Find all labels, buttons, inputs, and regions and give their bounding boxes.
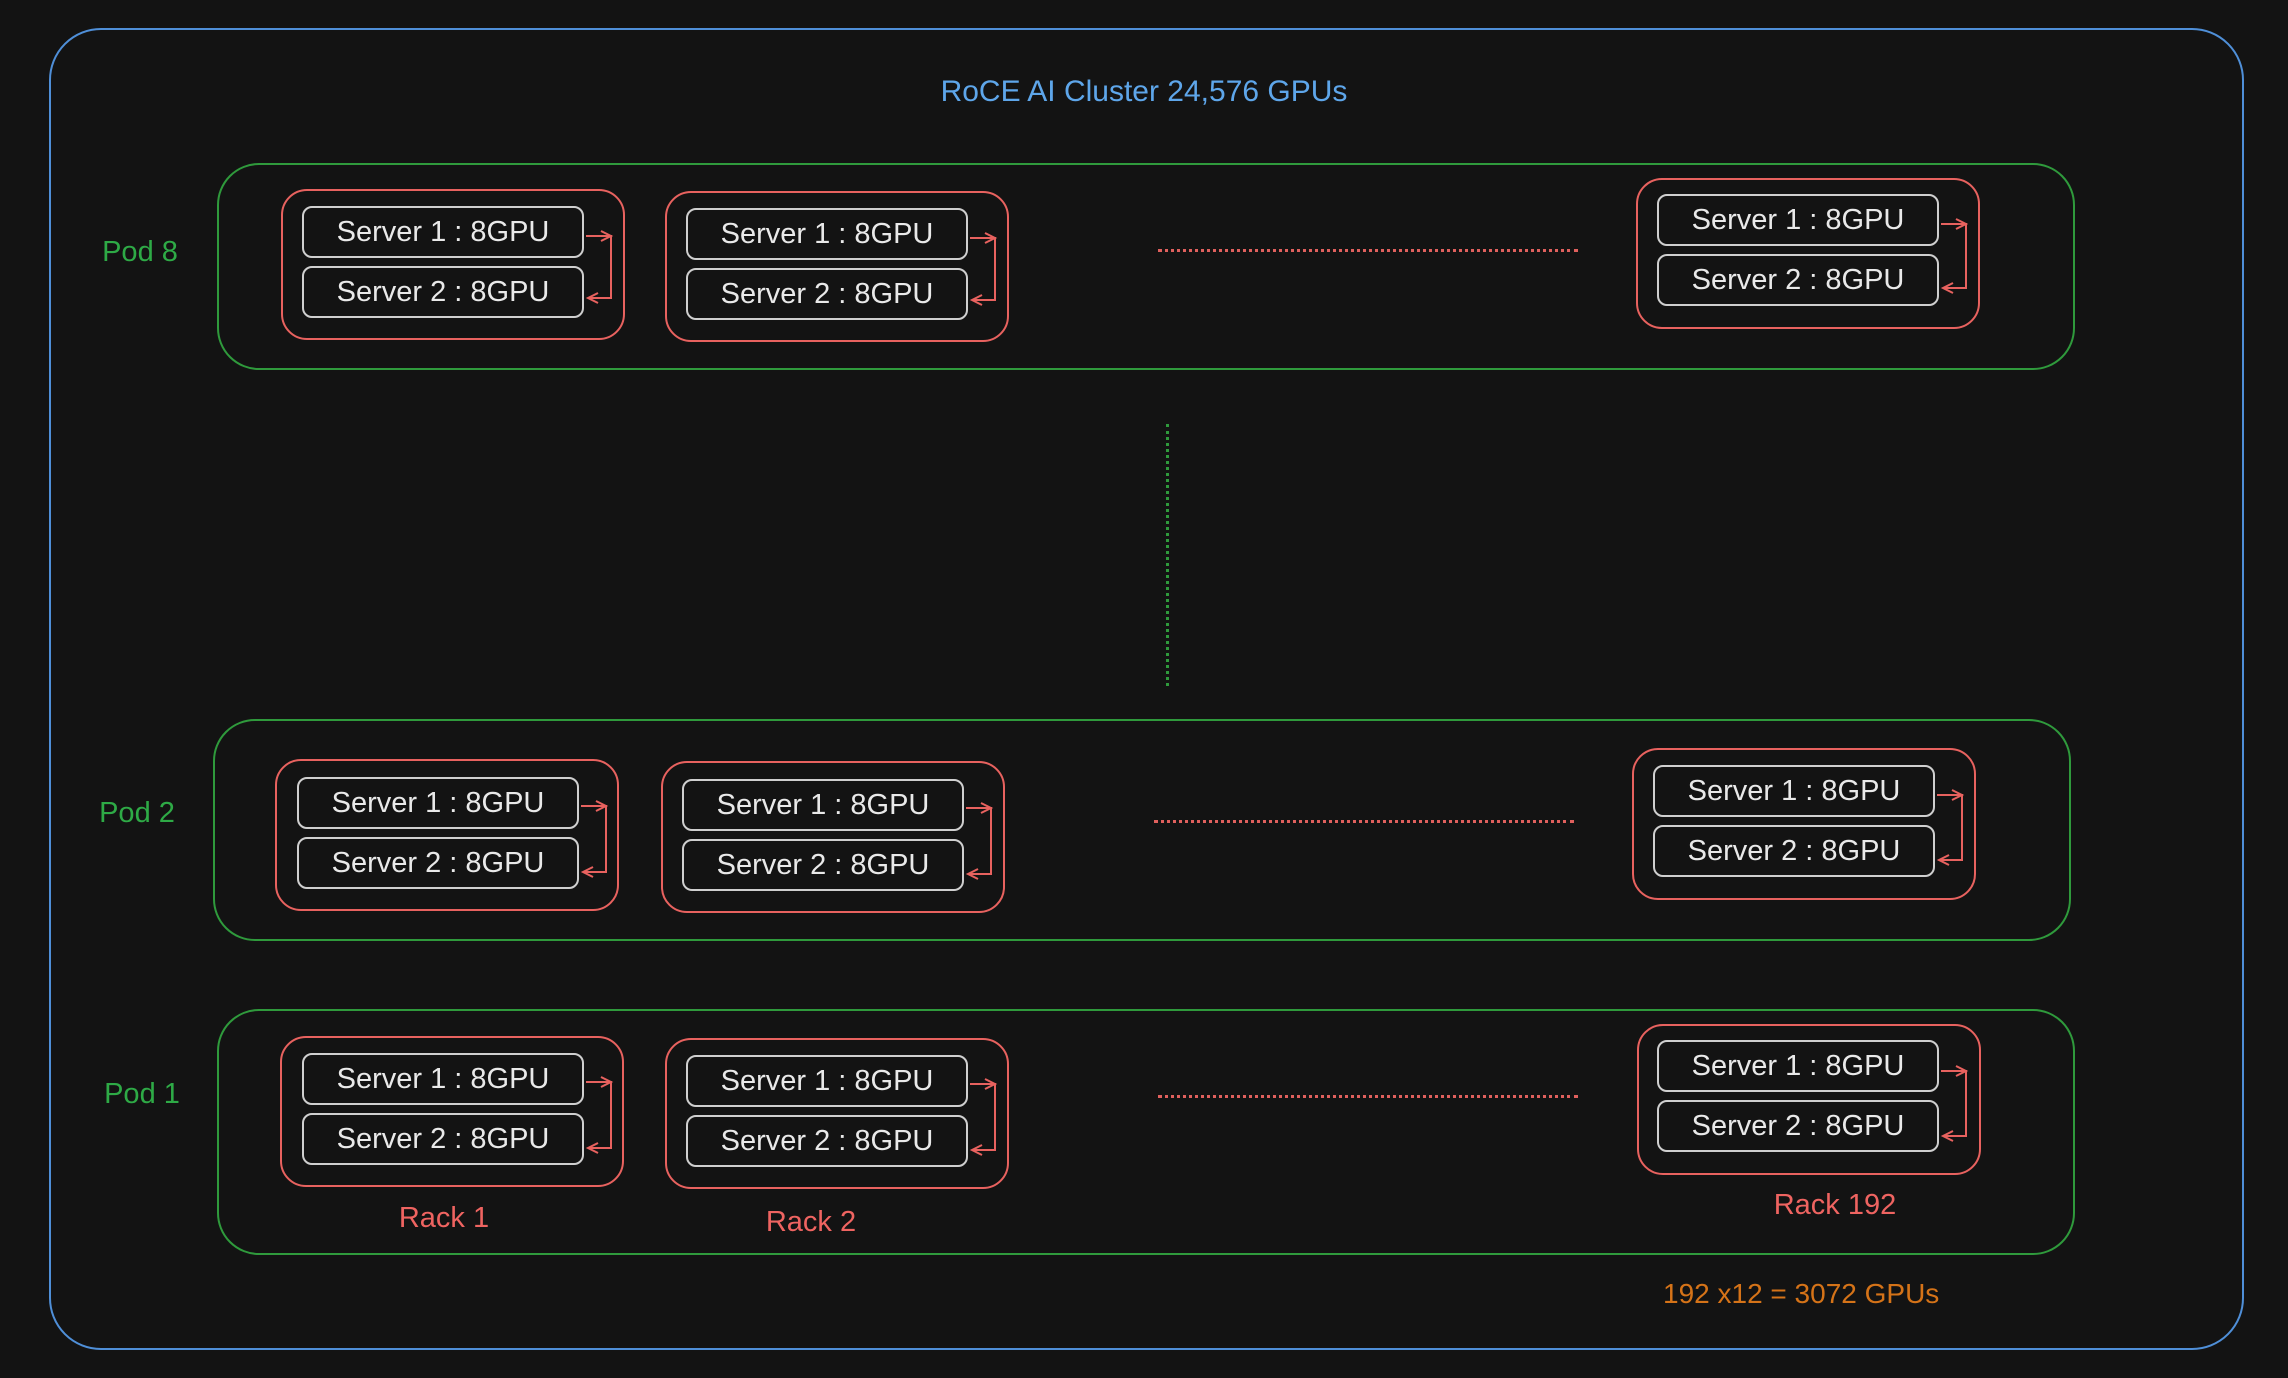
pod-1-box — [217, 1009, 2075, 1255]
pod-1-rack-2-server-2: Server 2 : 8GPU — [686, 1115, 968, 1167]
pod-2-rack-2-server-2: Server 2 : 8GPU — [682, 839, 964, 891]
pod-1-rack-1 — [280, 1036, 624, 1187]
pod-8-label: Pod 8 — [102, 236, 178, 268]
pod-2-rack-192-server-2: Server 2 : 8GPU — [1653, 825, 1935, 877]
pod-2-rack-192 — [1632, 748, 1976, 900]
pod-8-rack-2-server-2: Server 2 : 8GPU — [686, 268, 968, 320]
rack-2-label: Rack 2 — [765, 1206, 857, 1238]
pod-1-rack-2 — [665, 1038, 1009, 1189]
rack-1-label: Rack 1 — [398, 1202, 490, 1234]
pod-2-rack-1 — [275, 759, 619, 911]
pod-8-box — [217, 163, 2075, 370]
pod-1-label: Pod 1 — [104, 1078, 180, 1110]
pod-1-rack-2-server-1: Server 1 : 8GPU — [686, 1055, 968, 1107]
pod-8-rack-ellipsis — [1158, 249, 1578, 252]
rack-192-label: Rack 192 — [1773, 1189, 1897, 1221]
pod-1-rack-ellipsis — [1158, 1095, 1578, 1098]
pod-2-rack-2 — [661, 761, 1005, 913]
cluster-boundary — [49, 28, 2244, 1350]
pod-2-box — [213, 719, 2071, 941]
pod-2-rack-1-server-2: Server 2 : 8GPU — [297, 837, 579, 889]
pod-8-rack-2 — [665, 191, 1009, 342]
pod-2-rack-ellipsis — [1154, 820, 1574, 823]
pod-8-rack-1-server-2: Server 2 : 8GPU — [302, 266, 584, 318]
pod-8-rack-192 — [1636, 178, 1980, 329]
pod-1-rack-1-server-1: Server 1 : 8GPU — [302, 1053, 584, 1105]
pod-gpu-total: 192 x12 = 3072 GPUs — [1663, 1278, 1940, 1309]
pod-2-rack-1-server-1: Server 1 : 8GPU — [297, 777, 579, 829]
pod-8-rack-1-server-1: Server 1 : 8GPU — [302, 206, 584, 258]
pod-1-rack-192-server-1: Server 1 : 8GPU — [1657, 1040, 1939, 1092]
pod-8-rack-192-server-2: Server 2 : 8GPU — [1657, 254, 1939, 306]
pod-8-rack-2-server-1: Server 1 : 8GPU — [686, 208, 968, 260]
pod-1-rack-1-server-2: Server 2 : 8GPU — [302, 1113, 584, 1165]
pod-2-label: Pod 2 — [99, 797, 175, 829]
pod-2-rack-2-server-1: Server 1 : 8GPU — [682, 779, 964, 831]
pod-1-rack-192 — [1637, 1024, 1981, 1175]
pod-8-rack-1 — [281, 189, 625, 340]
pod-2-rack-192-server-1: Server 1 : 8GPU — [1653, 765, 1935, 817]
cluster-title: RoCE AI Cluster 24,576 GPUs — [940, 75, 1348, 108]
pod-ellipsis — [1166, 424, 1169, 686]
pod-8-rack-192-server-1: Server 1 : 8GPU — [1657, 194, 1939, 246]
pod-1-rack-192-server-2: Server 2 : 8GPU — [1657, 1100, 1939, 1152]
